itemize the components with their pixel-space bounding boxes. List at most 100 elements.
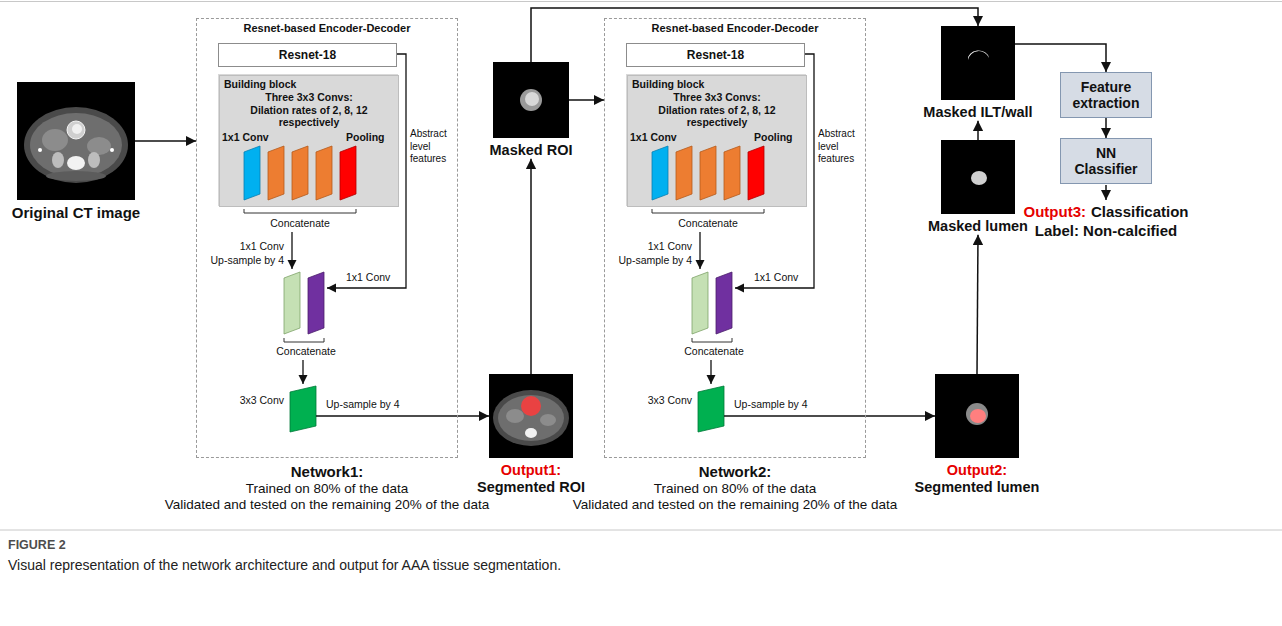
- node-text: Masked ROI: [490, 142, 573, 159]
- node-text: Building block: [224, 78, 394, 91]
- node-text: Output1:: [501, 462, 561, 479]
- label-slot: Up-sample by 4: [734, 398, 808, 411]
- caption-block: Output1:Segmented ROI: [473, 462, 589, 495]
- node-text: Resnet-18: [279, 48, 336, 62]
- node-text: Resnet-based Encoder-Decoder: [197, 22, 457, 35]
- node-text: Validated and tested on the remaining 20…: [165, 497, 490, 513]
- label-slot: 1x1 Conv: [630, 131, 677, 144]
- ct-body: [24, 107, 128, 183]
- segmented-roi-image: [489, 374, 573, 458]
- label-slot: Concatenate: [684, 345, 744, 358]
- annotation-label: Concatenate: [270, 217, 330, 230]
- segmentation-overlay: [521, 396, 541, 416]
- caption-rule: [0, 530, 1282, 531]
- ct-body: [493, 390, 569, 446]
- annotation-label: Pooling: [346, 131, 385, 144]
- image-panel: Output1:Segmented ROI: [473, 374, 589, 495]
- annotation-label: Pooling: [754, 131, 793, 144]
- node-text: Resnet-based Encoder-Decoder: [605, 22, 865, 35]
- label-slot: Pooling: [754, 131, 793, 144]
- annotation-label: Output3:: [1023, 203, 1085, 222]
- label-slot: Abstract level features: [818, 128, 862, 166]
- annotation-label: Up-sample by 4: [618, 254, 692, 267]
- annotation-label: Concatenate: [276, 345, 336, 358]
- label-slot: Concatenate: [276, 345, 336, 358]
- figure-number: FIGURE 2: [8, 538, 66, 552]
- annotation-label: Abstract level features: [818, 128, 862, 166]
- node-text: Trained on 80% of the data: [573, 481, 898, 497]
- image-panel: Output2:Segmented lumen: [911, 374, 1044, 495]
- node-text: Segmented lumen: [915, 479, 1040, 496]
- node-text: Feature extraction: [1067, 79, 1145, 111]
- frame-rule: [0, 1, 1282, 2]
- ct-body: [498, 395, 564, 441]
- network-heading: Resnet-based Encoder-Decoder: [197, 22, 457, 35]
- image-frame: [17, 82, 135, 200]
- annotation-label: Up-sample by 4: [734, 398, 808, 411]
- annotation-label: 1x1 Conv: [346, 271, 390, 284]
- ct-image: [17, 82, 135, 200]
- annotation-label: Abstract level features: [410, 128, 454, 166]
- ct-vertebra: [525, 428, 537, 438]
- node-text: Three 3x3 Convs: Dilation rates of 2, 8,…: [249, 91, 369, 129]
- network-heading: Resnet-based Encoder-Decoder: [605, 22, 865, 35]
- ct-organ: [506, 409, 524, 423]
- annotation-label: Up-sample by 4: [210, 254, 284, 267]
- node-text: Masked lumen: [928, 218, 1028, 235]
- flow-arrow: [135, 140, 196, 142]
- network-box: Resnet-18Building blockThree 3x3 Convs: …: [196, 18, 458, 458]
- image-panel: Masked lumen: [924, 140, 1032, 235]
- node-text: Resnet-18: [687, 48, 744, 62]
- label-slot: 1x1 Conv: [346, 271, 390, 284]
- flow-arrow: [458, 415, 489, 417]
- network-internals: [626, 54, 866, 432]
- caption-slot: FIGURE 2: [8, 538, 66, 552]
- ct-organ: [540, 414, 556, 426]
- backbone-box: Resnet-18: [626, 43, 805, 67]
- node-text: Network1:: [165, 463, 490, 481]
- annotation-label: 1x1 Conv: [222, 131, 269, 144]
- image-panel: Masked ILT/wall: [919, 26, 1037, 121]
- annotation-label: 3x3 Conv: [648, 394, 692, 407]
- annotation-label: 3x3 Conv: [240, 394, 284, 407]
- ct-kidney: [88, 152, 100, 168]
- masked-roi-image: [493, 62, 569, 138]
- label-slot: Up-sample by 4: [326, 398, 400, 411]
- network-notes: Network2:Trained on 80% of the dataValid…: [573, 463, 898, 513]
- ct-lumen: [72, 124, 82, 134]
- figure-caption: Visual representation of the network arc…: [8, 557, 561, 573]
- image-panel: Masked ROI: [486, 62, 577, 159]
- label-slot: Pooling: [346, 131, 385, 144]
- caption-block: Output2:Segmented lumen: [911, 462, 1044, 495]
- label-slot: Concatenate: [678, 217, 738, 230]
- ct-body: [30, 113, 122, 177]
- image-frame: [941, 26, 1015, 100]
- annotation-label: Up-sample by 4: [326, 398, 400, 411]
- image-frame: [935, 374, 1019, 458]
- masked-lumen-image: [941, 140, 1015, 214]
- process-box: Feature extraction: [1060, 72, 1152, 118]
- node-text: Building block: [632, 78, 802, 91]
- ct-vertebra: [67, 156, 85, 170]
- label-slot: 1x1 Conv: [648, 240, 692, 253]
- flow-arrow: [1105, 118, 1107, 138]
- annotation-label: Classification: [1091, 203, 1189, 222]
- roi-blob: [520, 89, 542, 111]
- backbone-box: Resnet-18: [218, 43, 397, 67]
- ct-organ: [42, 129, 68, 151]
- caption-block: Masked ROI: [486, 142, 577, 159]
- ct-background: [935, 374, 1019, 458]
- ct-background: [17, 82, 135, 200]
- flow-arrow: [977, 235, 978, 374]
- masked-ilt-image: [941, 26, 1015, 100]
- ct-aorta: [67, 121, 85, 139]
- ct-kidney: [52, 152, 64, 168]
- flow-arrow: [530, 159, 532, 374]
- image-frame: [489, 374, 573, 458]
- annotation-label: Label: Non-calcified: [1035, 222, 1178, 241]
- flow-arrow: [569, 99, 604, 101]
